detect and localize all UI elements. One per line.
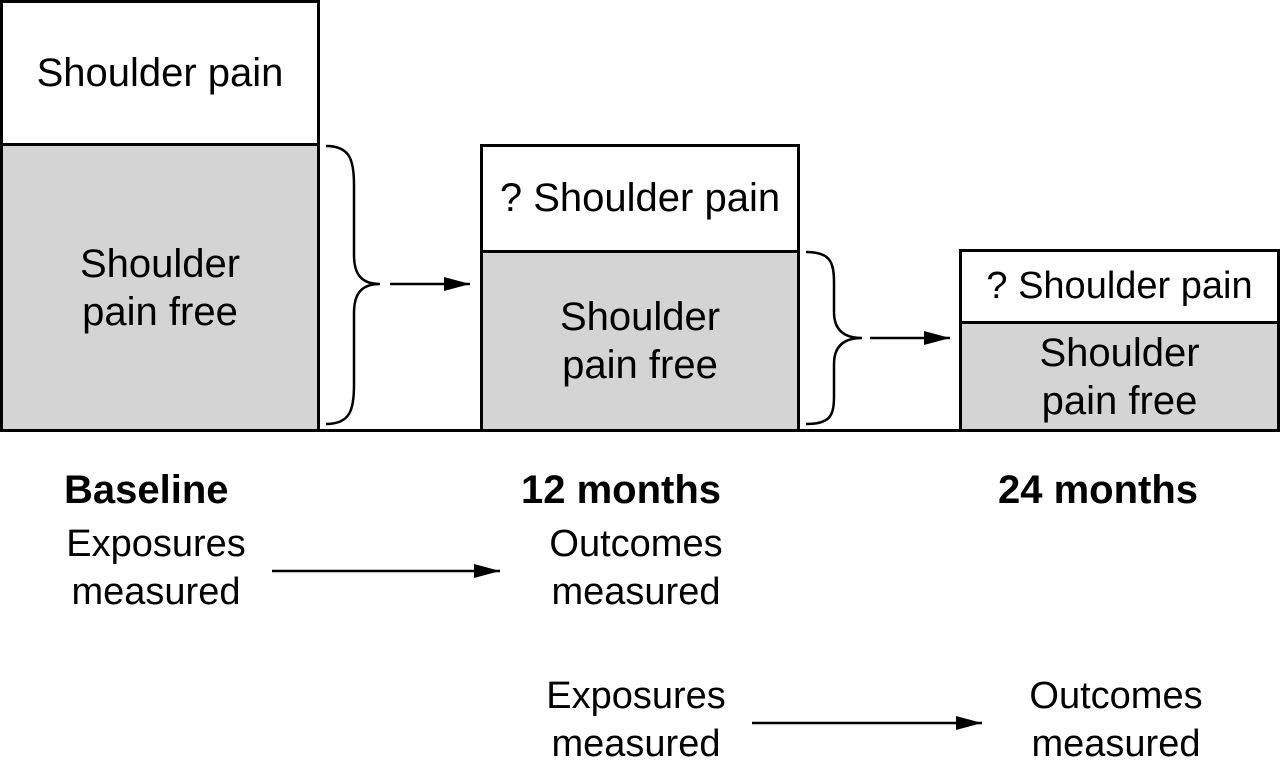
heading-baseline: Baseline (64, 468, 229, 512)
brace-1-icon (325, 144, 381, 426)
exposures-label: Exposures (66, 523, 246, 565)
measured-label: measured (551, 571, 721, 613)
baseline-free-label-2: pain free (82, 289, 238, 334)
outcomes-measured-12-months: Outcomes measured (520, 520, 752, 616)
baseline-free-label-1: Shoulder (79, 241, 241, 286)
m12-pain-label: ? Shoulder pain (499, 176, 781, 220)
m24-pain-label: ? Shoulder pain (986, 265, 1253, 307)
brace-2-icon (805, 250, 863, 426)
heading-12-months: 12 months (521, 468, 722, 512)
outcomes-label: Outcomes (549, 523, 723, 565)
m24-free-label-2: pain free (1041, 378, 1198, 423)
m12-free-label-1: Shoulder (559, 295, 721, 339)
measured-label: measured (71, 571, 241, 613)
outcomes-measured-24-months: Outcomes measured (1000, 672, 1232, 768)
measured-label: measured (551, 723, 721, 765)
m24-pain-free-box: Shoulder pain free (959, 321, 1280, 432)
ground-line (0, 429, 1280, 432)
m24-shoulder-pain-box: ? Shoulder pain (959, 249, 1280, 324)
m12-free-label-2: pain free (562, 343, 718, 387)
exposures-measured-baseline: Exposures measured (40, 520, 272, 616)
exposures-label: Exposures (546, 675, 726, 717)
exposures-measured-12-months: Exposures measured (520, 672, 752, 768)
baseline-pain-label: Shoulder pain (36, 50, 284, 95)
baseline-shoulder-pain-box: Shoulder pain (0, 0, 320, 146)
outcomes-label: Outcomes (1029, 675, 1203, 717)
m24-free-label-1: Shoulder (1039, 330, 1200, 375)
heading-24-months: 24 months (998, 468, 1199, 512)
measured-label: measured (1031, 723, 1201, 765)
